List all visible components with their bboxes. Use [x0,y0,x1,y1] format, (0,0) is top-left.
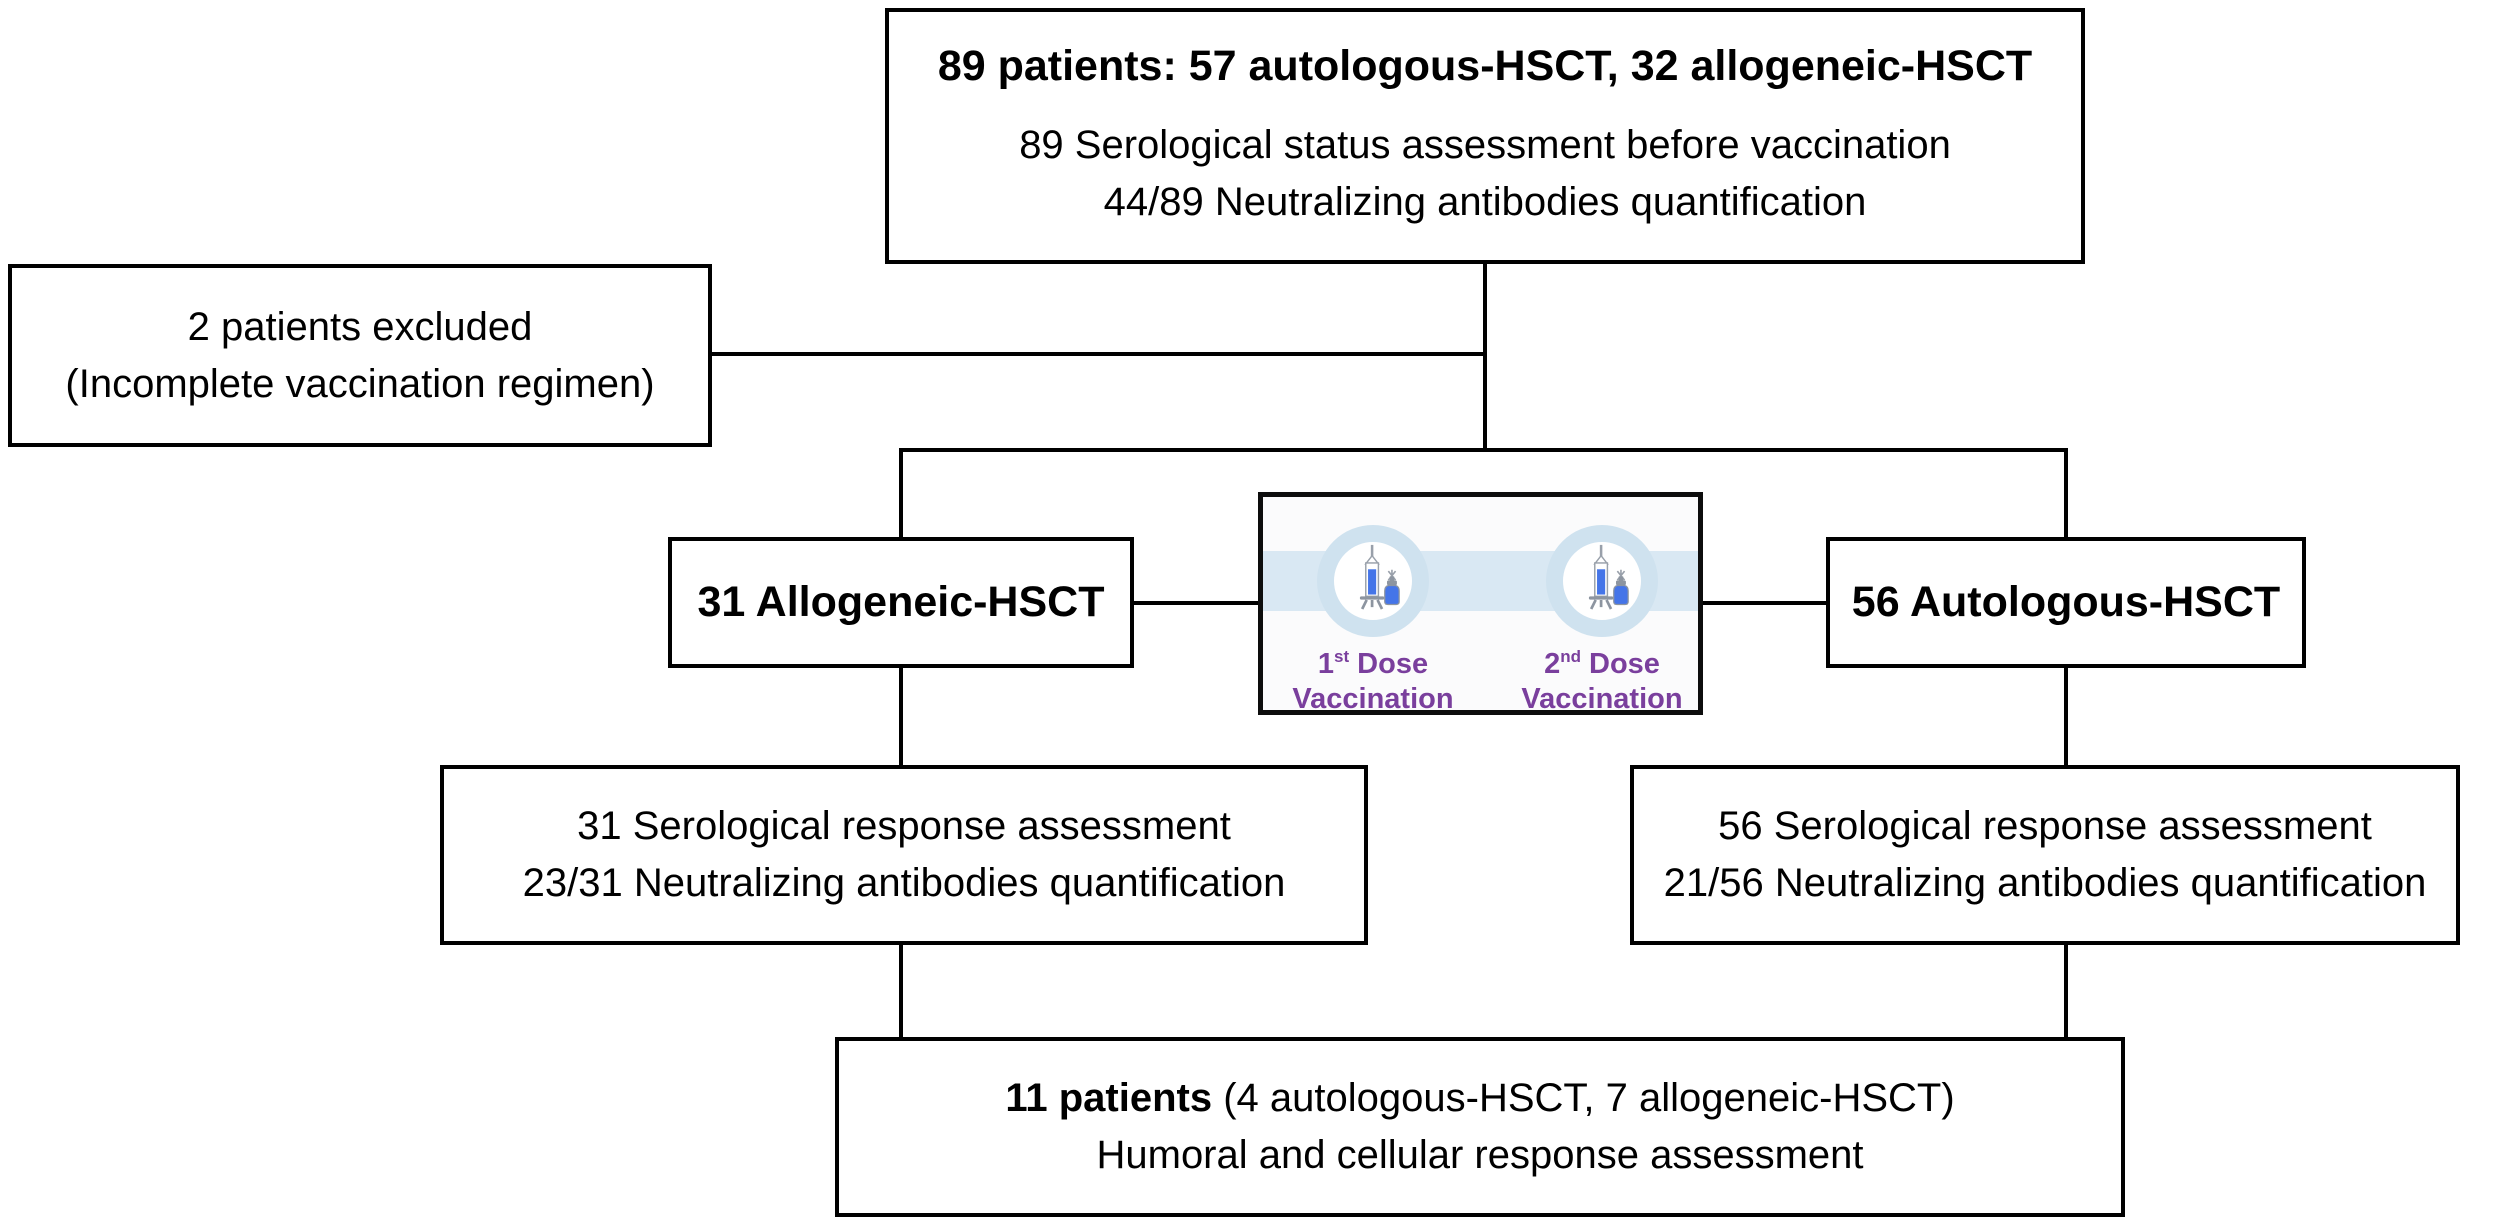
dose-1-circle [1317,525,1429,637]
enrolled-line1: 89 Serological status assessment before … [1019,123,1951,167]
connector-allogeneic-up [899,448,903,540]
connector-seroleft-down [899,942,903,1039]
dose-2-circle [1546,525,1658,637]
enrolled-title: 89 patients: 57 autologous-HSCT, 32 allo… [937,42,2033,90]
dose-1-line2: Vaccination [1292,683,1454,715]
flow-box-excluded: 2 patients excluded (Incomplete vaccinat… [8,264,712,447]
connector-excluded-horizontal [710,352,1487,356]
syringe-vial-icon [1359,544,1400,610]
connector-split-bar [899,448,2068,452]
connector-vaccine-autologous [1701,601,1828,605]
flow-box-enrolled: 89 patients: 57 autologous-HSCT, 32 allo… [885,8,2085,264]
connector-autologous-down [2064,665,2068,767]
excluded-line2: (Incomplete vaccination regimen) [65,361,655,406]
serology-allogeneic-line2: 23/31 Neutralizing antibodies quantifica… [522,861,1286,905]
flow-box-serology-allogeneic: 31 Serological response assessment 23/31… [440,765,1368,945]
flow-box-serology-autologous: 56 Serological response assessment 21/56… [1630,765,2460,945]
connector-seroright-down [2064,942,2068,1039]
flow-box-allogeneic: 31 Allogeneic-HSCT [668,537,1134,668]
serology-autologous-line2: 21/56 Neutralizing antibodies quantifica… [1663,861,2427,905]
final-title-bold: 11 patients [1005,1076,1213,1120]
serology-allogeneic-line1: 31 Serological response assessment [577,804,1231,848]
final-line2: Humoral and cellular response assessment [1096,1133,1864,1177]
connector-allogeneic-vaccine [1132,601,1260,605]
flow-box-final: 11 patients (4 autologous-HSCT, 7 alloge… [835,1037,2125,1217]
flow-box-autologous: 56 Autologous-HSCT [1826,537,2306,668]
serology-autologous-line1: 56 Serological response assessment [1718,804,2372,848]
syringe-vial-icon [1588,544,1629,610]
excluded-line1: 2 patients excluded [187,304,533,349]
allogeneic-label: 31 Allogeneic-HSCT [697,578,1105,626]
final-title-rest: (4 autologous-HSCT, 7 allogeneic-HSCT) [1212,1076,1955,1120]
final-line1: 11 patients (4 autologous-HSCT, 7 alloge… [1005,1070,1954,1127]
connector-autologous-up [2064,448,2068,540]
dose-2-line2: Vaccination [1521,683,1683,715]
connector-topbox-down [1483,262,1487,452]
connector-allogeneic-down [899,665,903,767]
enrolled-line2: 44/89 Neutralizing antibodies quantifica… [1103,180,1867,224]
autologous-label: 56 Autologous-HSCT [1851,578,2281,626]
